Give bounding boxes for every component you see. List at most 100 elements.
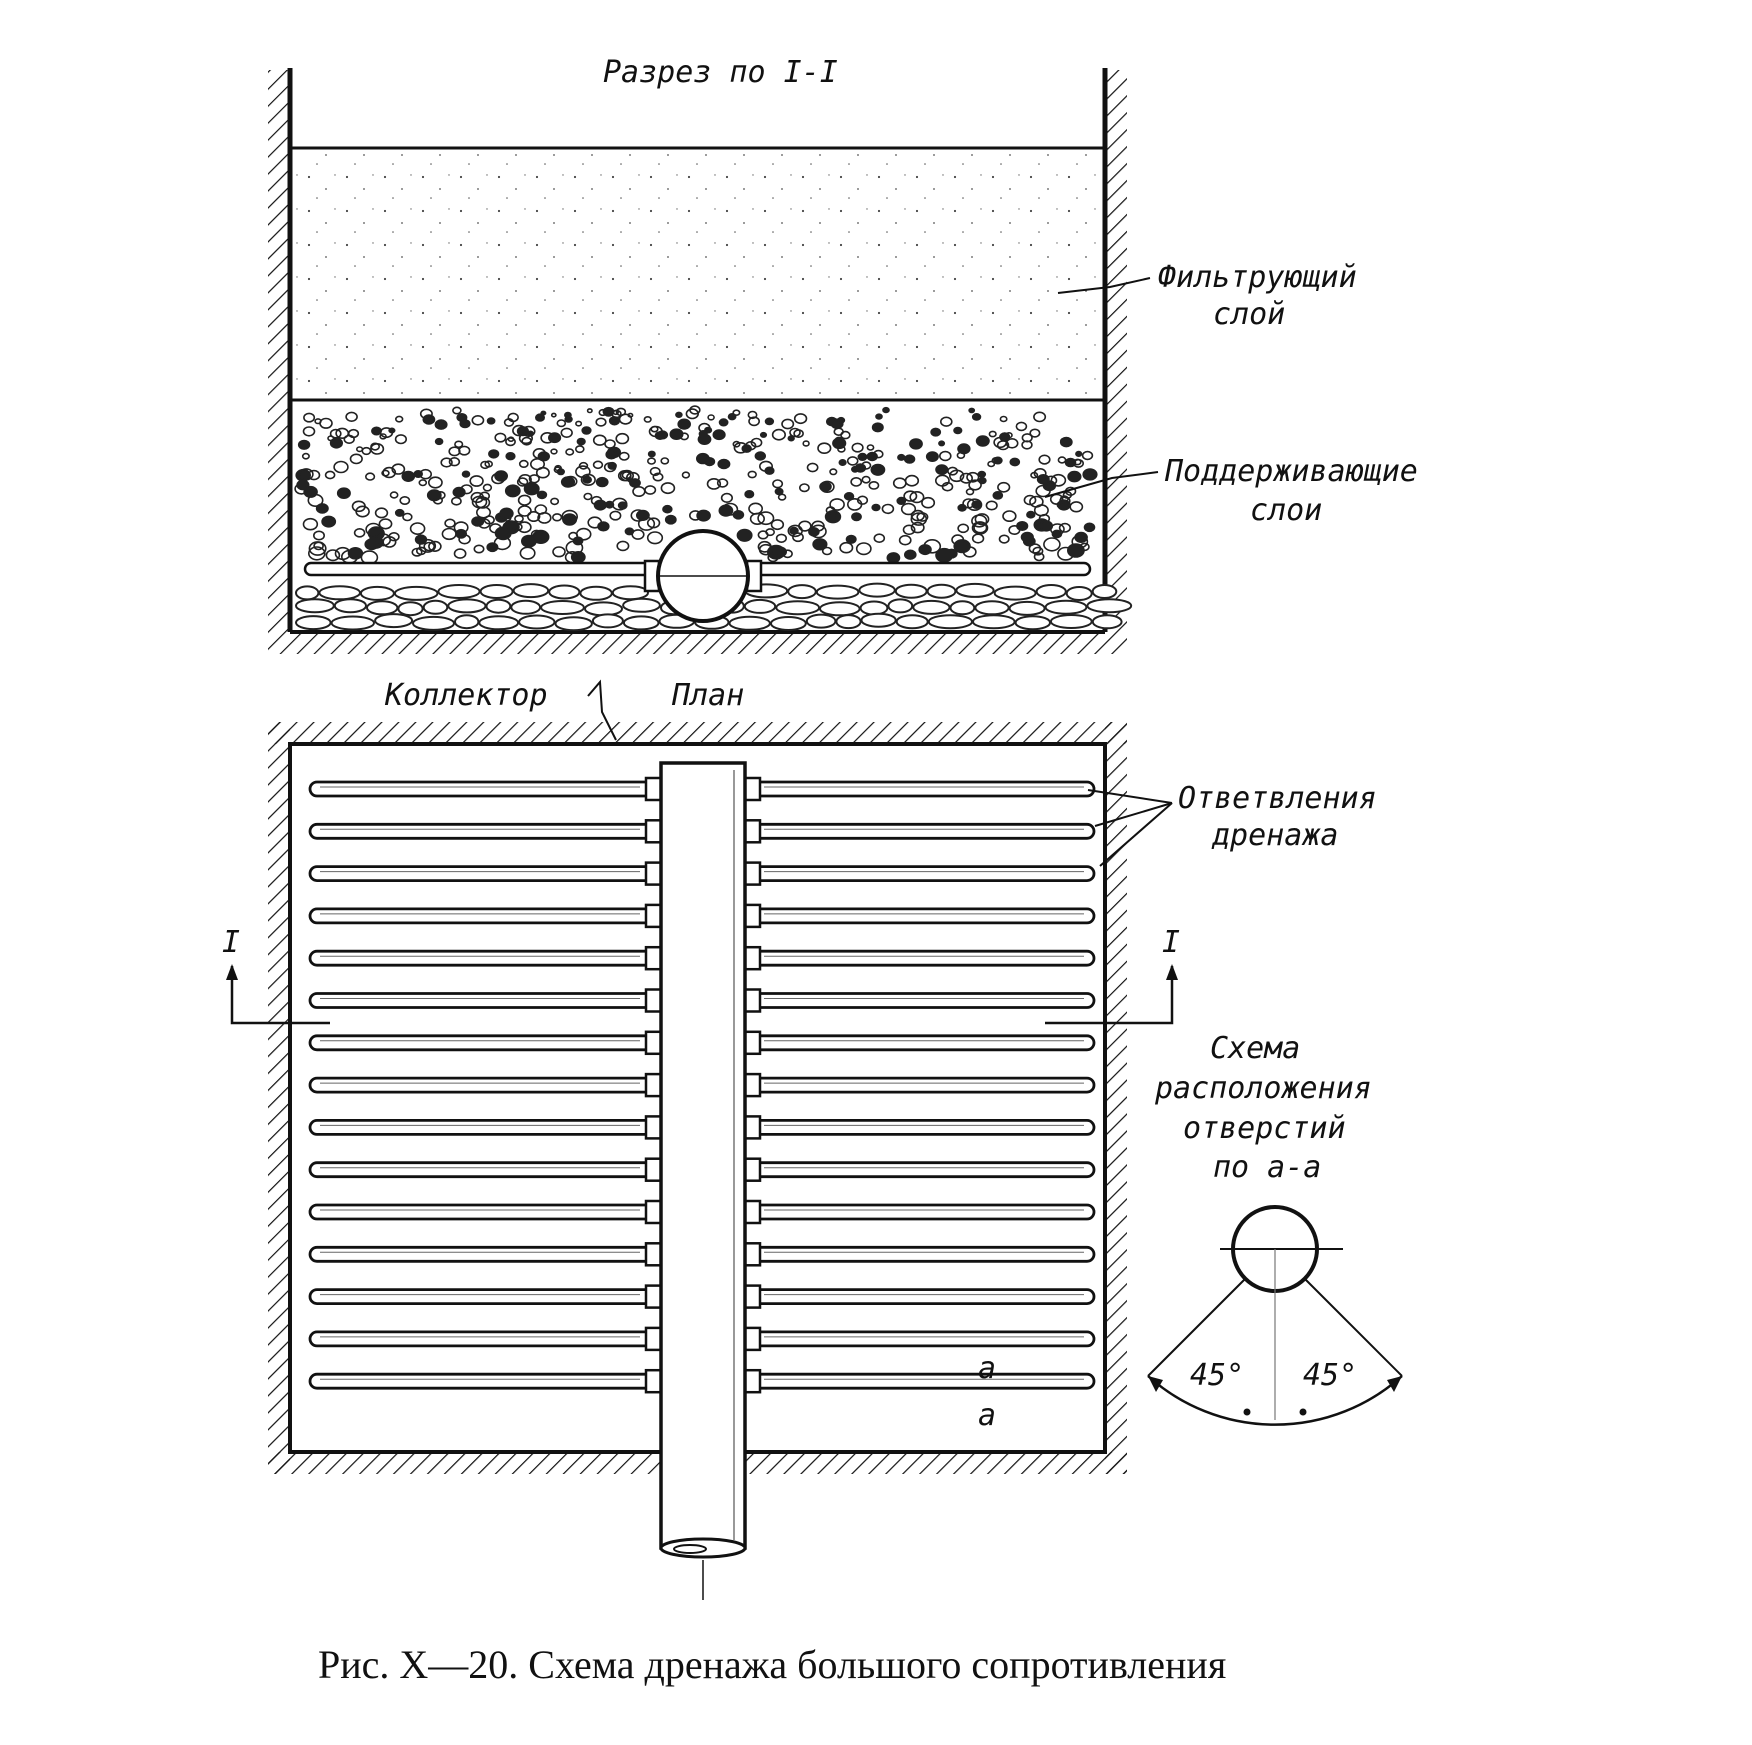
bottom-cobble [591,613,624,629]
gravel-pebble [968,479,982,491]
gravel-pebble [698,429,708,438]
gravel-pebble [370,442,385,455]
section-right-wall-hatch [1105,70,1127,632]
gravel-pebble [1045,475,1058,486]
lateral-right [752,822,1096,840]
cut-arrow-left [226,964,238,980]
gravel-pebble [999,432,1011,442]
gravel-pebble [349,453,363,465]
lateral-left [308,949,654,967]
bottom-cobble [775,600,821,616]
lateral-right [752,1161,1096,1179]
lateral-right [752,949,1096,967]
gravel-pebble [518,432,534,445]
gravel-pebble [935,547,954,563]
lateral-left [308,1372,654,1390]
lateral-left [308,1288,654,1305]
gravel-pebble [494,526,512,541]
bottom-cobble [858,582,896,598]
bottom-cobble [447,598,487,614]
gravel-pebble [507,412,519,423]
gravel-pebble [712,429,726,441]
gravel-pebble [938,440,946,447]
lateral-left [308,780,654,798]
gravel-pebble [517,505,532,517]
gravel-pebble [615,432,630,445]
gravel-pebble [562,513,578,526]
gravel-pebble [1033,552,1045,562]
section-left-wall-hatch [268,70,290,632]
bottom-cobble [548,584,581,600]
plan-collector-pipe [659,761,747,1550]
lateral-left [308,1245,654,1263]
gravel-pebble [517,521,532,534]
gravel-pebble [486,417,496,425]
section-lateral-left [303,561,662,577]
gravel-pebble [603,462,617,473]
bottom-cobble [374,613,414,629]
gravel-pebble [471,516,485,527]
gravel-pebble [647,450,656,458]
support-cobble-layer [295,582,1133,632]
gravel-pebble [505,452,516,461]
bottom-cobble [540,600,585,615]
gravel-pebble [394,508,405,517]
lateral-right [752,1330,1096,1348]
gravel-pebble [564,415,573,423]
gravel-pebble [452,486,466,498]
gravel-pebble [975,435,990,447]
plan-laterals [308,776,1096,1394]
bottom-cobble [1091,584,1118,599]
lateral-left [308,822,654,840]
gravel-pebble [646,531,664,545]
gravel-pebble [732,509,745,520]
gravel-pebble [325,549,341,562]
gravel-pebble [422,414,436,425]
section-bottom-hatch [268,632,1127,654]
gravel-pebble [764,417,775,426]
gravel-pebble [432,496,444,505]
gravel-pebble [988,430,997,438]
bottom-cobble [584,601,623,617]
gravel-pebble [565,448,575,456]
gravel-pebble [1082,468,1098,481]
gravel-pebble [1039,520,1054,532]
gravel-pebble [518,459,529,469]
gravel-pebble [993,456,1003,465]
gravel-pebble [1002,510,1017,522]
filter-layer [292,148,1103,400]
bottom-cobble [437,584,481,599]
lateral-right [752,780,1096,798]
gravel-pebble [592,434,607,446]
gravel-pebble [789,526,799,535]
bottom-cobble [1086,598,1133,614]
gravel-pebble [998,534,1010,544]
gravel-pebble [910,521,925,534]
gravel-pebble [974,513,990,526]
hole-scheme-angle-arc [1147,1375,1403,1426]
bottom-cobble [359,585,395,601]
gravel-pebble [575,527,592,541]
angle-left-label: 45° [1190,1358,1244,1393]
gravel-pebble [892,477,907,489]
gravel-pebble [935,474,950,487]
gravel-pebble [516,477,529,487]
gravel-pebble [581,426,592,435]
gravel-pebble [871,422,884,433]
gravel-pebble [836,416,846,424]
gravel-pebble [951,534,965,546]
gravel-pebble [765,528,775,537]
plan-top-wall-hatch [268,722,1127,744]
gravel-pebble [750,437,763,448]
gravel-pebble [748,416,760,427]
lateral-left [308,1161,654,1179]
gravel-pebble [910,509,925,522]
gravel-pebble [423,541,436,552]
gravel-pebble [1059,496,1071,506]
gravel-pebble [652,472,664,482]
gravel-pebble [1005,432,1013,439]
gravel-pebble [930,427,942,437]
gravel-pebble [719,418,729,426]
filter-layer-label-line2: слой [1213,297,1285,332]
gravel-pebble [604,439,616,449]
